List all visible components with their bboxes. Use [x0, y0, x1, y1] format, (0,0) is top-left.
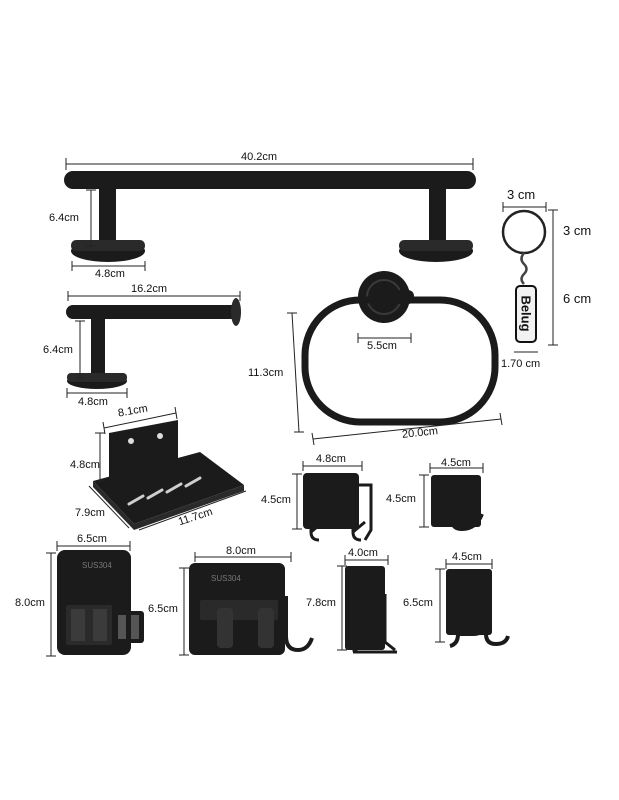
soap-dish-depth-label: 7.9cm — [75, 507, 105, 519]
paper-holder-length-label: 16.2cm — [131, 283, 168, 295]
soap-dish-back-height-label: 4.8cm — [70, 459, 100, 471]
towel-bar-base-label: 4.8cm — [95, 268, 125, 280]
single-hook — [431, 475, 484, 532]
paper-holder — [66, 298, 241, 389]
shower-holder-small-stamp: SUS304 — [82, 561, 112, 570]
razor-holder-width-label: 4.0cm — [348, 547, 378, 559]
keychain — [501, 209, 547, 343]
paper-holder-base-label: 4.8cm — [78, 396, 108, 408]
shower-holder-small-side-label: 6.5cm — [148, 603, 178, 615]
shower-holder-hook-dimensions — [179, 552, 292, 656]
keychain-ring-width-label: 3 cm — [507, 187, 536, 202]
sponge-holder-height-label: 4.5cm — [261, 494, 291, 506]
sponge-holder — [303, 473, 373, 542]
sponge-holder-dimensions — [292, 461, 363, 530]
double-hook-width-label: 4.5cm — [452, 551, 482, 563]
single-hook-height-label: 4.5cm — [386, 493, 416, 505]
towel-ring-height-label: 11.3cm — [248, 367, 284, 379]
towel-bar — [64, 171, 476, 262]
razor-holder — [345, 566, 397, 654]
sponge-holder-width-label: 4.8cm — [316, 453, 346, 465]
towel-ring — [301, 271, 499, 426]
paper-holder-dimensions — [66, 291, 241, 398]
single-hook-width-label: 4.5cm — [441, 457, 471, 469]
paper-holder-height-label: 6.4cm — [43, 344, 73, 356]
shower-holder-hook-stamp: SUS304 — [211, 574, 241, 583]
shower-holder-small-dimensions — [46, 541, 131, 657]
soap-dish-dimensions — [88, 406, 247, 531]
razor-holder-dimensions — [337, 555, 389, 651]
towel-ring-base-label: 5.5cm — [367, 340, 397, 352]
keychain-tag-height-label: 6 cm — [563, 291, 592, 306]
shower-holder-small — [57, 550, 144, 655]
shower-holder-small-height-label: 8.0cm — [15, 597, 45, 609]
double-hook-dimensions — [435, 559, 493, 643]
keychain-dimensions — [502, 202, 558, 353]
shower-holder-small-width-label: 6.5cm — [77, 533, 107, 545]
double-hook-height-label: 6.5cm — [403, 597, 433, 609]
shower-holder-hook — [189, 563, 314, 655]
towel-ring-dimensions — [287, 312, 503, 446]
shower-holder-hook-width-label: 8.0cm — [226, 545, 256, 557]
soap-dish — [93, 420, 244, 530]
keychain-tag-text: Belug — [518, 295, 534, 332]
keychain-tag-width-label: 1.70 cm — [501, 358, 541, 370]
towel-bar-length-label: 40.2cm — [241, 151, 278, 163]
towel-bar-height-label: 6.4cm — [49, 212, 79, 224]
towel-bar-dimensions — [65, 158, 474, 271]
single-hook-dimensions — [419, 463, 484, 528]
double-hook — [446, 569, 510, 648]
keychain-ring-height-label: 3 cm — [563, 223, 592, 238]
razor-holder-height-label: 7.8cm — [306, 597, 336, 609]
